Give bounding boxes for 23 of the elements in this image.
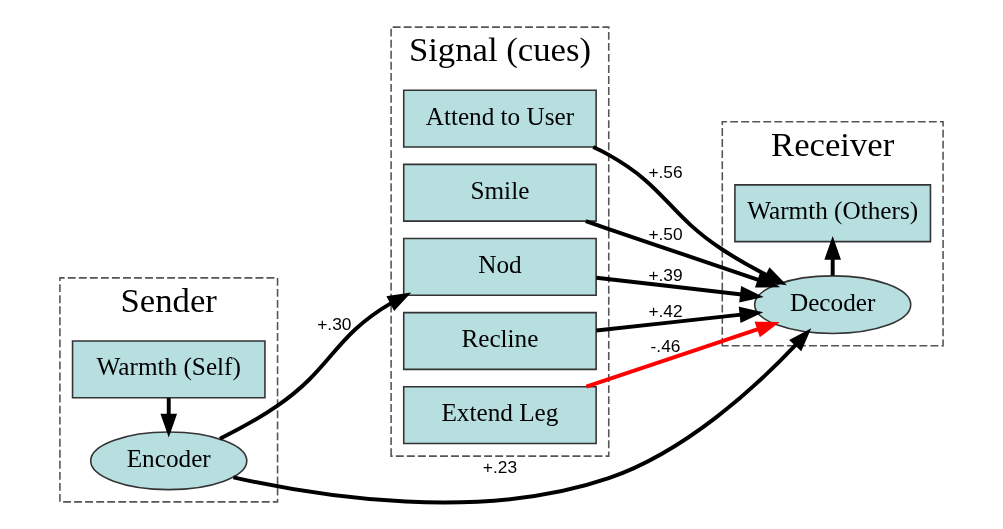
- node-ellipse: Decoder: [753, 275, 912, 335]
- edge-label: +.39: [648, 264, 683, 285]
- node-box: Recline: [402, 311, 597, 371]
- node-box: Attend to User: [402, 89, 597, 148]
- edge-label: +.42: [648, 301, 683, 322]
- node-box: Smile: [402, 163, 597, 222]
- arrow: [160, 398, 178, 438]
- edge-label: +.56: [648, 162, 683, 183]
- node-box: Warmth (Others): [734, 184, 932, 243]
- arrow: [585, 219, 781, 288]
- edge-label: +.23: [482, 457, 518, 478]
- edge-label: +.50: [648, 223, 683, 244]
- arrow: [219, 292, 412, 441]
- node-box: Extend Leg: [402, 385, 597, 445]
- node-box: Nod: [402, 237, 597, 297]
- node-box: Warmth (Self): [71, 340, 266, 399]
- edge-label: -.46: [650, 335, 681, 356]
- arrow: [596, 275, 764, 303]
- edge-label: +.30: [317, 313, 352, 334]
- arrow: [232, 328, 812, 505]
- node-ellipse: Encoder: [89, 431, 248, 491]
- arrow: [596, 306, 764, 333]
- arrow: [585, 321, 780, 389]
